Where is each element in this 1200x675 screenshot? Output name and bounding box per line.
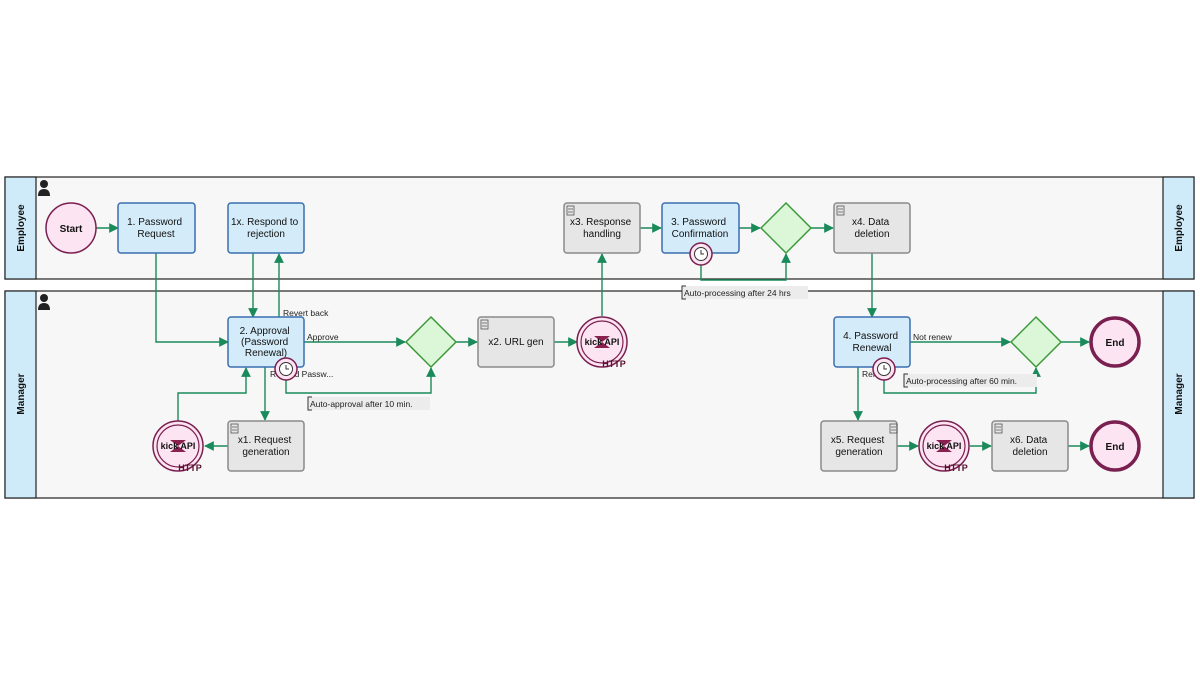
task-response-handling[interactable]: x3. Response handling bbox=[563, 202, 641, 254]
api-protocol: HTTP bbox=[944, 463, 968, 473]
task-label-line: (Password bbox=[241, 337, 288, 348]
svg-text:1. Password Request: 1. Password Request bbox=[127, 217, 185, 240]
task-label-line: Confirmation bbox=[672, 229, 729, 240]
svg-text:1x. Respond to rejection: 1x. Respond to rejection bbox=[231, 217, 301, 240]
timer-icon[interactable] bbox=[872, 357, 896, 381]
lane-label-employee-left: Employee bbox=[16, 204, 27, 252]
timer-icon[interactable] bbox=[274, 357, 298, 381]
svg-text:x2. URL gen: x2. URL gen bbox=[488, 337, 543, 348]
task-label-line: x3. Response bbox=[570, 217, 632, 228]
flow-t1-t2 bbox=[155, 253, 229, 347]
timer-note-auto-60-text: Auto-processing after 60 min. bbox=[906, 376, 1017, 386]
task-password-renewal[interactable]: 4. Password Renewal bbox=[833, 316, 911, 368]
task-password-request[interactable]: 1. Password Request bbox=[117, 202, 196, 254]
api-icon bbox=[170, 440, 186, 452]
svg-text:x4. Data deletion: x4. Data deletion bbox=[852, 217, 892, 240]
task-label-line: deletion bbox=[854, 229, 889, 240]
kick-api-event-1[interactable]: kick API HTTP bbox=[152, 420, 204, 473]
timer-note-auto-24: Auto-processing after 24 hrs bbox=[681, 285, 808, 300]
task-label-line: generation bbox=[242, 447, 289, 458]
task-url-gen[interactable]: x2. URL gen bbox=[477, 316, 555, 368]
kick-api-event-2[interactable]: kick API HTTP bbox=[576, 316, 628, 369]
lane-label-manager-right: Manager bbox=[1174, 373, 1185, 414]
task-label-line: x1. Request bbox=[238, 435, 292, 446]
task-label-line: 4. Password bbox=[843, 331, 898, 342]
script-icon bbox=[994, 423, 1003, 434]
flow-api1-t2 bbox=[177, 367, 251, 421]
task-label-line: Request bbox=[137, 229, 174, 240]
task-request-generation-x5[interactable]: x5. Request generation bbox=[820, 420, 898, 472]
script-icon bbox=[230, 423, 239, 434]
person-icon bbox=[38, 294, 50, 310]
gateway-approval[interactable] bbox=[404, 315, 458, 369]
edge-label-not-renew: Not renew bbox=[913, 332, 953, 342]
svg-text:x3. Response handling: x3. Response handling bbox=[570, 217, 634, 240]
timer-note-auto-24-text: Auto-processing after 24 hrs bbox=[684, 288, 791, 298]
person-icon bbox=[38, 180, 50, 196]
script-icon bbox=[566, 205, 575, 216]
script-icon bbox=[480, 319, 489, 330]
api-protocol: HTTP bbox=[178, 463, 202, 473]
svg-text:x5. Request generation: x5. Request generation bbox=[831, 435, 887, 458]
api-icon bbox=[594, 336, 610, 348]
api-label: kick API bbox=[927, 441, 962, 451]
svg-text:x6. Data deletion: x6. Data deletion bbox=[1010, 435, 1050, 458]
gateway-renewal[interactable] bbox=[1009, 315, 1063, 369]
timer-note-auto-60: Auto-processing after 60 min. bbox=[903, 373, 1037, 388]
end-event-1[interactable]: End bbox=[1089, 316, 1141, 368]
edge-label-resend: Resend Passw... bbox=[270, 369, 333, 379]
task-data-deletion-x6[interactable]: x6. Data deletion bbox=[991, 420, 1069, 472]
script-icon bbox=[889, 423, 898, 434]
task-data-deletion-x4[interactable]: x4. Data deletion bbox=[833, 202, 911, 254]
start-event-label: Start bbox=[60, 224, 83, 235]
api-label: kick API bbox=[161, 441, 196, 451]
svg-text:4. Password Renewal: 4. Password Renewal bbox=[843, 331, 901, 354]
timer-icon[interactable] bbox=[689, 242, 713, 266]
edge-label-revert-back: Revert back bbox=[283, 308, 329, 318]
kick-api-event-3[interactable]: kick API HTTP bbox=[918, 420, 970, 473]
timer-note-auto-approval: Auto-approval after 10 min. bbox=[307, 396, 430, 411]
task-label-line: 2. Approval bbox=[240, 326, 290, 337]
task-label-line: Renewal) bbox=[245, 348, 287, 359]
flow-timer-gw1 bbox=[285, 367, 436, 394]
svg-text:2. Approval (Password: 2. Approval (Password Renewal) bbox=[240, 326, 293, 359]
script-icon bbox=[836, 205, 845, 216]
task-label-line: x5. Request bbox=[831, 435, 885, 446]
task-label-line: 1. Password bbox=[127, 217, 182, 228]
api-label: kick API bbox=[585, 337, 620, 347]
flow-timer-gw2 bbox=[700, 253, 791, 281]
task-label-line: Renewal bbox=[853, 343, 892, 354]
timer-note-auto-approval-text: Auto-approval after 10 min. bbox=[310, 399, 413, 409]
end-event-2-label: End bbox=[1106, 442, 1125, 453]
api-icon bbox=[936, 440, 952, 452]
api-protocol: HTTP bbox=[602, 359, 626, 369]
end-event-2[interactable]: End bbox=[1089, 420, 1141, 472]
task-label-line: 3. Password bbox=[671, 217, 726, 228]
gateway-confirmation[interactable] bbox=[759, 201, 813, 255]
svg-text:3. Password Confirmation: 3. Password Confirmation bbox=[671, 217, 729, 240]
task-label-line: generation bbox=[835, 447, 882, 458]
start-event[interactable]: Start bbox=[45, 202, 97, 254]
task-request-generation-x1[interactable]: x1. Request generation bbox=[227, 420, 305, 472]
task-label-line: rejection bbox=[247, 229, 285, 240]
task-respond-rejection[interactable]: 1x. Respond to rejection bbox=[227, 202, 305, 254]
lane-label-employee-right: Employee bbox=[1174, 204, 1185, 252]
task-label-line: deletion bbox=[1012, 447, 1047, 458]
end-event-1-label: End bbox=[1106, 338, 1125, 349]
task-label-line: x6. Data bbox=[1010, 435, 1048, 446]
task-label-line: x4. Data bbox=[852, 217, 890, 228]
sequence-flows bbox=[96, 223, 1090, 451]
svg-text:x1. Request generation: x1. Request generation bbox=[238, 435, 294, 458]
lane-label-manager-left: Manager bbox=[16, 373, 27, 414]
task-label-line: 1x. Respond to bbox=[231, 217, 299, 228]
edge-label-approve: Approve bbox=[307, 332, 339, 342]
task-label-line: x2. URL gen bbox=[488, 337, 543, 348]
task-label-line: handling bbox=[583, 229, 621, 240]
task-approval[interactable]: 2. Approval (Password Renewal) bbox=[227, 316, 305, 368]
